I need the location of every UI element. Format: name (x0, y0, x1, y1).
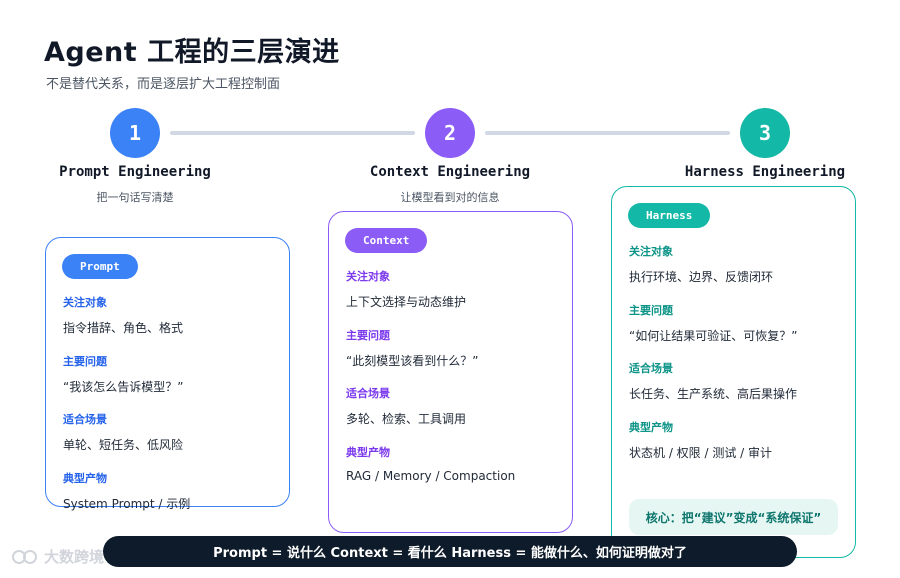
connector-1-2 (170, 131, 415, 135)
harness-card: Harness 关注对象 执行环境、边界、反馈闭环 主要问题 “如何让结果可验证… (611, 186, 856, 558)
step-3-number: 3 (758, 121, 772, 145)
step-2-desc: 让模型看到对的信息 (400, 191, 500, 204)
summary-bar: Prompt = 说什么 Context = 看什么 Harness = 能做什… (103, 536, 797, 567)
harness-section-scenario: 适合场景 长任务、生产系统、高后果操作 (629, 360, 797, 402)
section-text: 多轮、检索、工具调用 (346, 412, 467, 426)
prompt-badge: Prompt (62, 254, 138, 279)
section-title: 典型产物 (629, 421, 673, 434)
section-title: 适合场景 (63, 413, 107, 426)
section-text: 状态机 / 权限 / 测试 / 审计 (629, 446, 773, 460)
step-2-number: 2 (443, 121, 457, 145)
context-badge: Context (345, 228, 428, 253)
section-text: 长任务、生产系统、高后果操作 (629, 387, 798, 401)
prompt-section-focus: 关注对象 指令措辞、角色、格式 (63, 294, 183, 336)
section-title: 主要问题 (629, 304, 673, 317)
section-title: 关注对象 (346, 270, 390, 283)
section-text: “此刻模型该看到什么？” (346, 354, 479, 368)
step-1-title: Prompt Engineering (59, 164, 211, 180)
prompt-section-scenario: 适合场景 单轮、短任务、低风险 (63, 411, 183, 453)
context-section-output: 典型产物 RAG / Memory / Compaction (346, 444, 515, 483)
context-section-focus: 关注对象 上下文选择与动态维护 (346, 268, 466, 310)
step-3-title: Harness Engineering (684, 164, 846, 180)
section-title: 主要问题 (346, 329, 390, 342)
connector-2-3 (485, 131, 730, 135)
context-section-problem: 主要问题 “此刻模型该看到什么？” (346, 327, 478, 369)
section-title: 适合场景 (629, 362, 673, 375)
page-subtitle: 不是替代关系，而是逐层扩大工程控制面 (46, 77, 281, 92)
watermark-text: 大数跨境 (44, 548, 105, 566)
page-title: Agent 工程的三层演进 (44, 37, 340, 68)
section-text: 指令措辞、角色、格式 (63, 321, 184, 335)
section-title: 典型产物 (63, 472, 107, 485)
step-2-circle: 2 (425, 108, 475, 158)
step-1-number: 1 (128, 121, 142, 145)
step-1-circle: 1 (110, 108, 160, 158)
step-3-circle: 3 (740, 108, 790, 158)
section-title: 关注对象 (63, 296, 107, 309)
section-text: 单轮、短任务、低风险 (63, 438, 184, 452)
harness-section-focus: 关注对象 执行环境、边界、反馈闭环 (629, 243, 773, 285)
harness-section-output: 典型产物 状态机 / 权限 / 测试 / 审计 (629, 419, 772, 461)
context-card: Context 关注对象 上下文选择与动态维护 主要问题 “此刻模型该看到什么？… (328, 211, 573, 533)
prompt-section-output: 典型产物 System Prompt / 示例 (63, 470, 190, 512)
step-1-desc: 把一句话写清楚 (96, 191, 174, 204)
section-title: 关注对象 (629, 245, 673, 258)
prompt-card: Prompt 关注对象 指令措辞、角色、格式 主要问题 “我该怎么告诉模型？” … (45, 237, 290, 511)
section-text: “如何让结果可验证、可恢复？” (629, 329, 798, 343)
step-2-title: Context Engineering (369, 164, 531, 180)
section-title: 典型产物 (346, 446, 390, 459)
section-title: 主要问题 (63, 355, 107, 368)
harness-core-note: 核心：把“建议”变成“系统保证” (629, 499, 838, 535)
section-text: 执行环境、边界、反馈闭环 (629, 270, 774, 284)
section-text: “我该怎么告诉模型？” (63, 380, 184, 394)
section-text: 上下文选择与动态维护 (346, 295, 467, 309)
section-title: 适合场景 (346, 387, 390, 400)
harness-badge: Harness (628, 203, 711, 228)
section-text: System Prompt / 示例 (63, 497, 191, 511)
context-section-scenario: 适合场景 多轮、检索、工具调用 (346, 385, 466, 427)
watermark-logo-icon (12, 549, 37, 564)
watermark: 大数跨境 (12, 546, 104, 567)
prompt-section-problem: 主要问题 “我该怎么告诉模型？” (63, 353, 183, 395)
harness-section-problem: 主要问题 “如何让结果可验证、可恢复？” (629, 302, 797, 344)
section-text: RAG / Memory / Compaction (346, 469, 516, 483)
